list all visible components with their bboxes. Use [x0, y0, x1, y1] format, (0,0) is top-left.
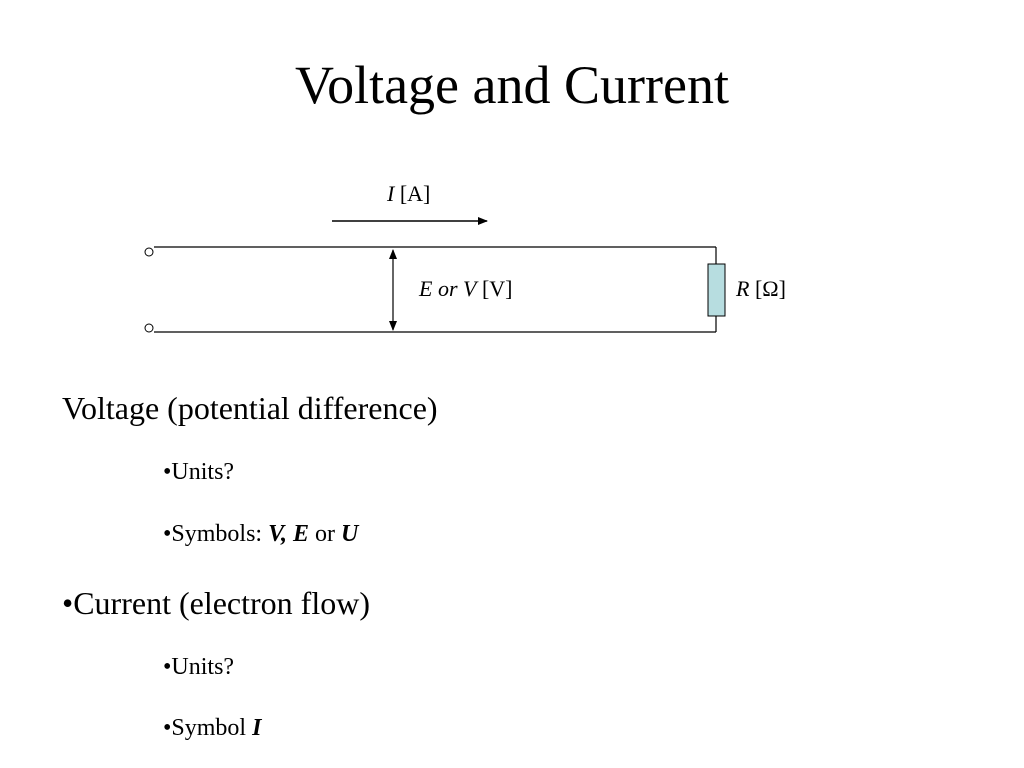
circuit-diagram — [144, 217, 726, 333]
slide-title: Voltage and Current — [295, 55, 729, 115]
terminal-top — [144, 247, 154, 257]
voltage-symbols-or: or — [309, 521, 342, 547]
voltage-symbol-v: V, — [268, 521, 288, 547]
current-symbol-i: I — [252, 715, 262, 741]
voltage-unit: [V] — [481, 276, 513, 301]
voltage-heading: Voltage (potential difference) — [62, 390, 438, 426]
resistor — [707, 263, 726, 317]
resistance-symbol: R — [736, 276, 750, 301]
voltage-label: E or V [V] — [419, 276, 513, 302]
voltage-symbol: E or V — [419, 276, 477, 301]
current-units: •Units? — [163, 654, 235, 680]
voltage-units: •Units? — [163, 459, 235, 485]
voltage-symbols-prefix: •Symbols: — [163, 521, 269, 547]
resistance-unit: [Ω] — [754, 276, 786, 301]
voltage-symbol-u: U — [341, 521, 359, 547]
resistance-label: R [Ω] — [736, 276, 786, 302]
current-unit: [A] — [399, 181, 431, 206]
current-symbol-line: •Symbol I — [163, 713, 261, 743]
current-heading: •Current (electron flow) — [62, 585, 370, 621]
terminal-bottom — [144, 323, 154, 333]
voltage-symbols: •Symbols: V, E or U — [163, 519, 358, 549]
voltage-symbol-e: E — [293, 521, 310, 547]
current-symbol-prefix: •Symbol — [163, 715, 253, 741]
current-label: I [A] — [387, 181, 430, 207]
current-symbol: I — [387, 181, 395, 206]
